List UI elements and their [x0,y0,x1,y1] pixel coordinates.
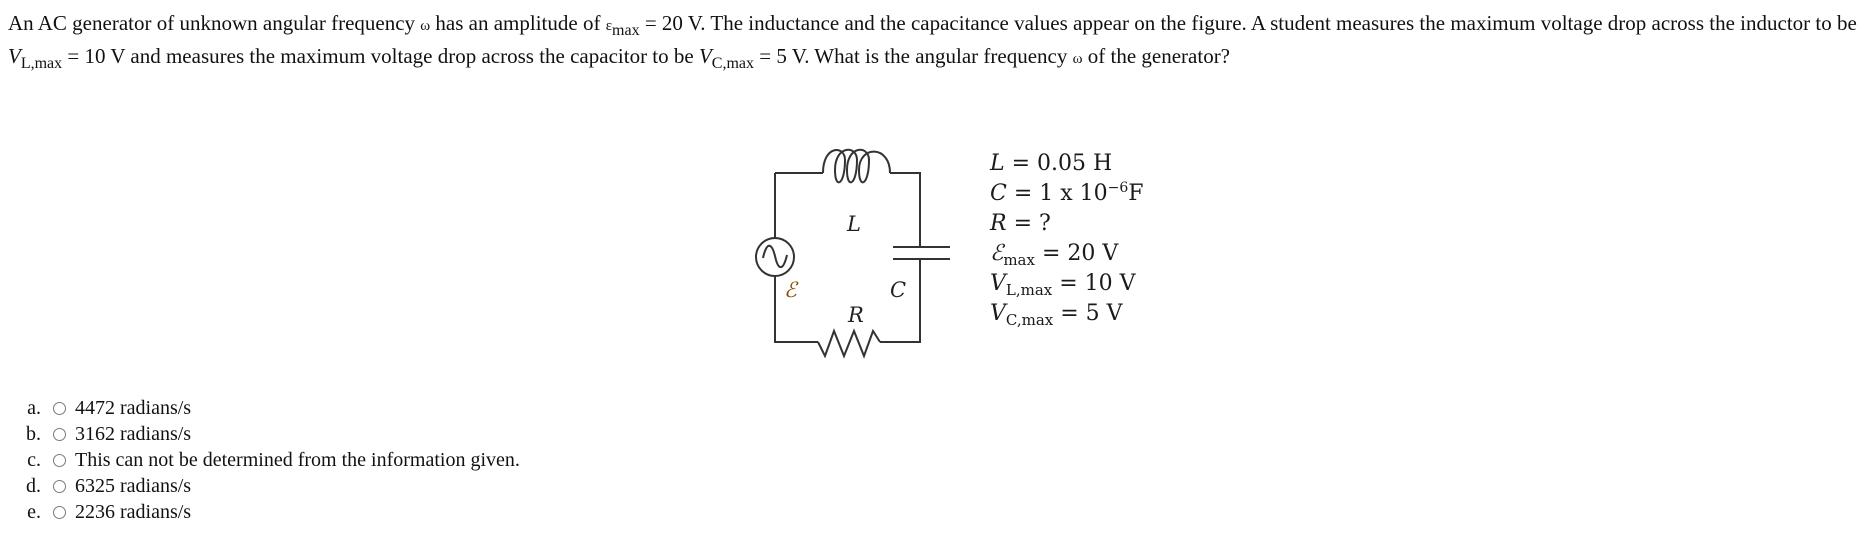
param-symbol: ℰ [990,241,1004,266]
param-value: = 10 V [1052,271,1136,296]
option-b[interactable]: b. 3162 radians/s [0,421,520,447]
question-part-3: = 20 V. The inductance and the capacitan… [639,11,1857,35]
param-capacitance: C = 1 x 10−6F [990,179,1144,209]
param-symbol: V [990,301,1006,326]
radio-button[interactable] [53,479,66,493]
param-unit: F [1128,181,1144,206]
answer-options: a. 4472 radians/s b. 3162 radians/s c. T… [0,395,520,525]
wire-top-right [890,172,921,247]
resistor-label: R [848,303,864,327]
option-letter: b. [26,423,41,445]
vl-symbol: V [8,44,21,68]
option-c[interactable]: c. This can not be determined from the i… [0,447,520,473]
param-subscript: C,max [1005,311,1054,329]
vc-symbol: V [698,44,712,68]
option-letter: d. [26,475,41,497]
circuit-diagram [755,148,950,359]
vl-subscript: L,max [20,55,63,72]
param-value: = ? [1006,211,1051,236]
option-letter: e. [27,501,41,523]
param-vl-max: VL,max = 10 V [990,269,1144,299]
radio-button[interactable] [53,505,66,519]
option-d[interactable]: d. 6325 radians/s [0,473,520,499]
radio-button[interactable] [53,453,66,467]
param-value: = 0.05 H [1004,151,1113,176]
question-text: An AC generator of unknown angular frequ… [8,8,1868,74]
param-value: = 20 V [1034,241,1119,266]
param-symbol: L [990,151,1005,176]
epsilon-subscript: max [612,22,640,39]
omega-symbol-2: ω [1072,51,1083,67]
resistor-zigzag-icon [817,328,881,359]
param-exponent: −6 [1107,180,1129,196]
param-resistance: R = ? [990,209,1144,239]
option-e[interactable]: e. 2236 radians/s [0,499,520,525]
radio-button[interactable] [53,427,66,441]
circuit-parameters: L = 0.05 H C = 1 x 10−6F R = ? ℰmax = 20… [990,149,1144,329]
capacitor-label: C [890,278,907,302]
param-emf-max: ℰmax = 20 V [990,239,1144,269]
option-text[interactable]: 2236 radians/s [75,501,192,523]
vc-subscript: C,max [711,55,755,72]
option-letter: a. [27,397,41,419]
ac-source-icon [755,237,795,277]
param-subscript: L,max [1005,281,1053,299]
param-inductance: L = 0.05 H [990,149,1144,179]
question-part-6: of the generator? [1082,44,1231,68]
option-text[interactable]: 6325 radians/s [75,475,192,497]
param-value: = 5 V [1053,301,1123,326]
emf-label: ℰ [784,278,797,302]
option-a[interactable]: a. 4472 radians/s [0,395,520,421]
question-part-2: has an amplitude of [430,11,606,35]
question-part-5: = 5 V. What is the angular frequency [754,44,1073,68]
param-symbol: R [990,211,1007,236]
param-symbol: V [990,271,1006,296]
option-text[interactable]: 4472 radians/s [75,397,192,419]
inductor-label: L [847,212,861,236]
param-value: = 1 x 10 [1006,181,1108,206]
param-symbol: C [990,181,1007,206]
omega-symbol: ω [420,18,431,34]
option-text[interactable]: 3162 radians/s [75,423,192,445]
param-subscript: max [1003,251,1035,269]
question-part-1: An AC generator of unknown angular frequ… [8,11,421,35]
question-part-4: = 10 V and measures the maximum voltage … [62,44,699,68]
rlc-circuit-figure: L ℰ C R [740,100,1180,370]
radio-button[interactable] [53,401,66,415]
wire-right-bottom [880,259,921,343]
option-letter: c. [27,449,41,471]
epsilon-symbol: ε [605,18,613,34]
sine-wave-icon [762,244,788,269]
option-text[interactable]: This can not be determined from the info… [75,449,520,471]
wire-bottom-left [774,276,818,343]
inductor-coil-icon [822,148,891,184]
param-vc-max: VC,max = 5 V [990,299,1144,329]
